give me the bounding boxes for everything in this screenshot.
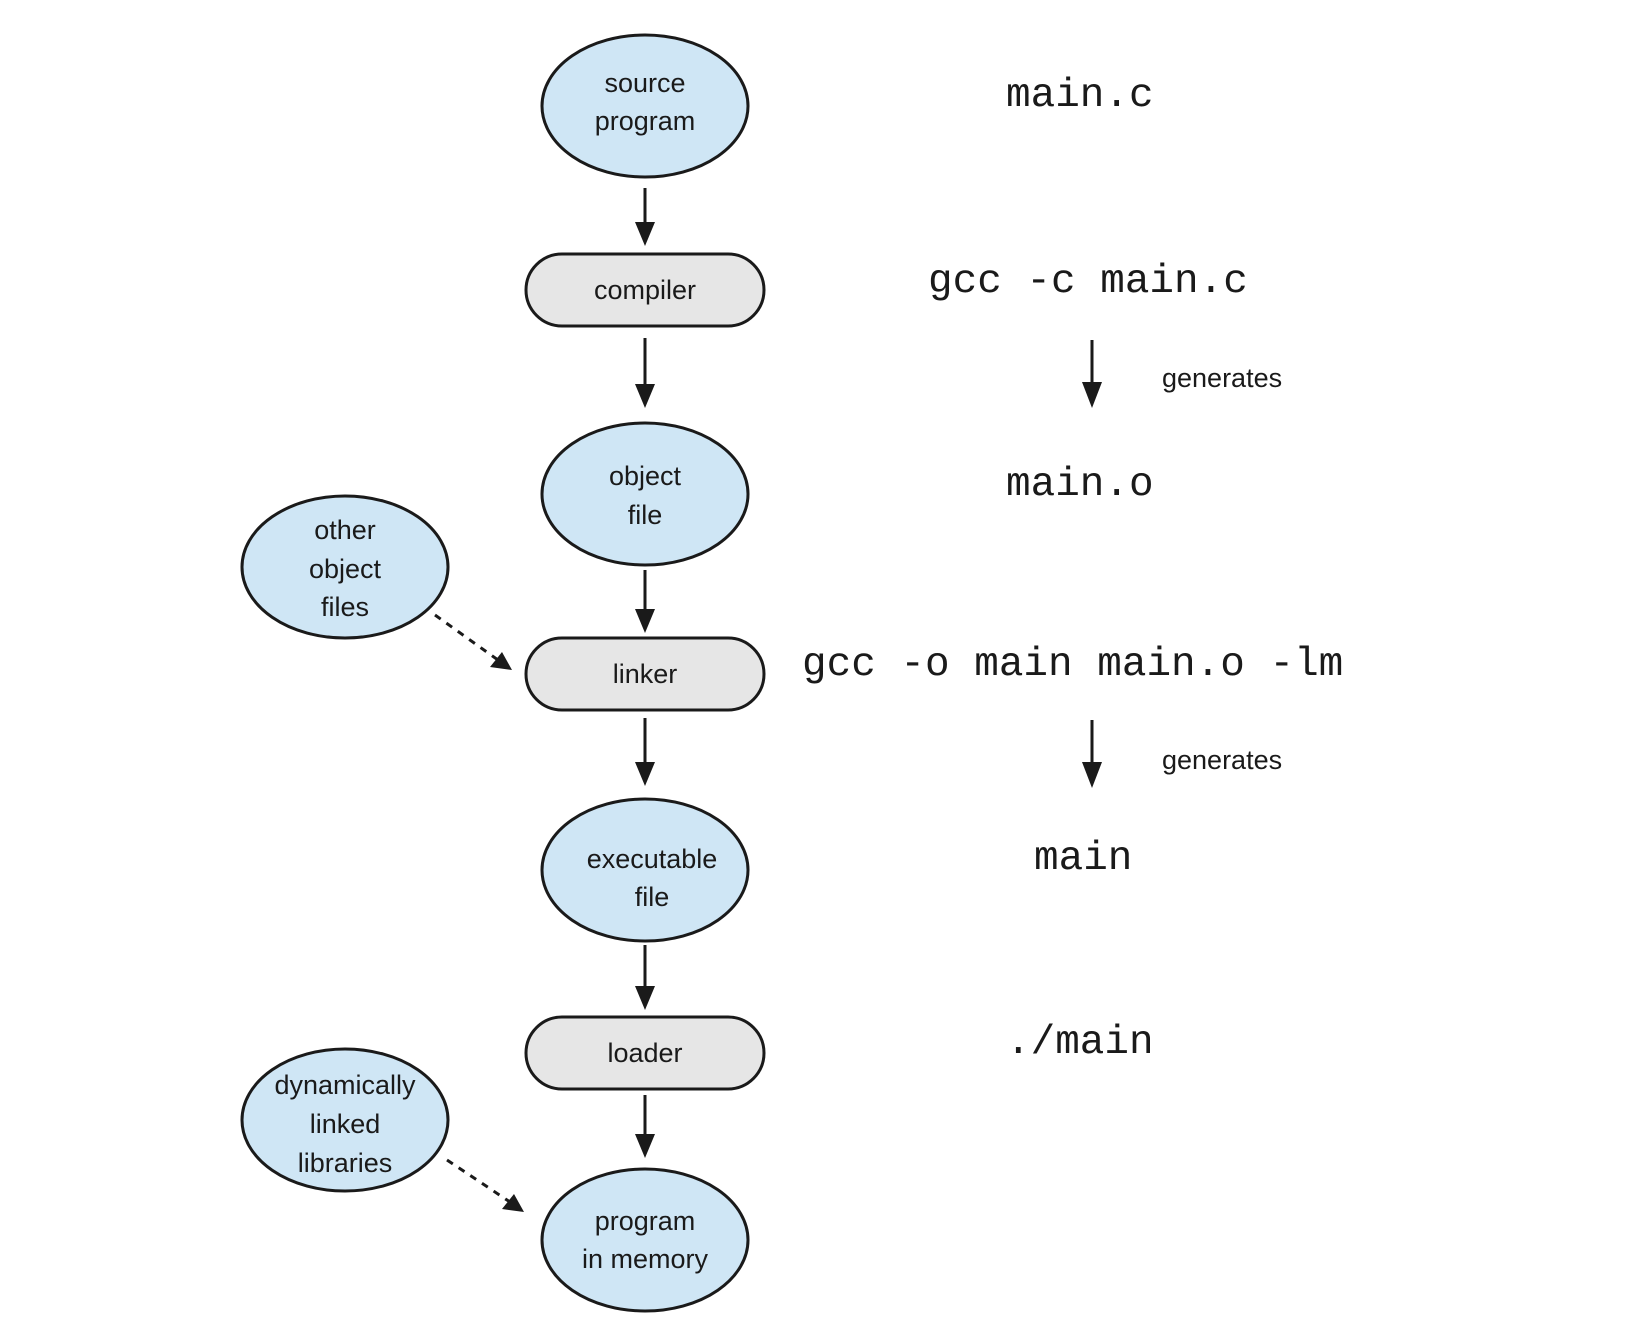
executable-file-label-line1: executable — [587, 844, 718, 874]
generates-label-1: generates — [1162, 363, 1282, 393]
node-compiler: compiler — [524, 252, 766, 328]
node-executable-file: executable file — [540, 797, 750, 943]
source-program-ellipse — [540, 33, 750, 179]
link-command: gcc -o main main.o -lm — [802, 642, 1343, 688]
node-source-program: source program — [540, 33, 750, 179]
generates-arrows — [1082, 340, 1102, 788]
generates-label-2: generates — [1162, 745, 1282, 775]
executable-output-name: main — [1034, 836, 1132, 882]
object-file-ellipse — [540, 421, 750, 567]
dynamically-linked-libraries-ellipse — [240, 1047, 450, 1193]
command-column: main.c gcc -c main.c main.o gcc -o main … — [802, 73, 1343, 1066]
other-object-files-ellipse — [240, 494, 450, 640]
flow-arrows — [635, 188, 655, 1158]
other-object-files-label-line1: other — [314, 515, 376, 545]
linker-label: linker — [613, 659, 678, 689]
run-command: ./main — [1006, 1020, 1154, 1066]
executable-file-ellipse — [540, 797, 750, 943]
dynamically-linked-libraries-label-line1: dynamically — [274, 1070, 416, 1100]
executable-file-label-line2: file — [635, 882, 670, 912]
node-program-in-memory: program in memory — [540, 1167, 750, 1313]
source-file-name: main.c — [1006, 73, 1154, 119]
other-object-files-label-line3: files — [321, 592, 369, 622]
compiler-box — [524, 252, 766, 328]
node-other-object-files: other object files — [240, 494, 450, 640]
compiler-label: compiler — [594, 275, 696, 305]
loader-label: loader — [607, 1038, 682, 1068]
compile-command: gcc -c main.c — [928, 259, 1248, 305]
program-in-memory-ellipse — [540, 1167, 750, 1313]
source-program-label-line1: source — [604, 68, 685, 98]
program-in-memory-label-line2: in memory — [582, 1244, 709, 1274]
object-file-label-line1: object — [609, 461, 682, 491]
loader-box — [524, 1015, 766, 1091]
node-dynamically-linked-libraries: dynamically linked libraries — [240, 1047, 450, 1193]
dynamically-linked-libraries-label-line3: libraries — [298, 1148, 393, 1178]
object-file-label-line2: file — [628, 500, 663, 530]
dashed-arrows — [434, 613, 524, 1212]
node-loader: loader — [524, 1015, 766, 1091]
dynamically-linked-libraries-label-line2: linked — [310, 1109, 381, 1139]
program-in-memory-label-line1: program — [595, 1206, 696, 1236]
linker-box — [524, 636, 766, 712]
source-program-label-line2: program — [595, 106, 696, 136]
node-object-file: object file — [540, 421, 750, 567]
node-linker: linker — [524, 636, 766, 712]
other-object-files-label-line2: object — [309, 554, 382, 584]
object-output-name: main.o — [1006, 462, 1154, 508]
